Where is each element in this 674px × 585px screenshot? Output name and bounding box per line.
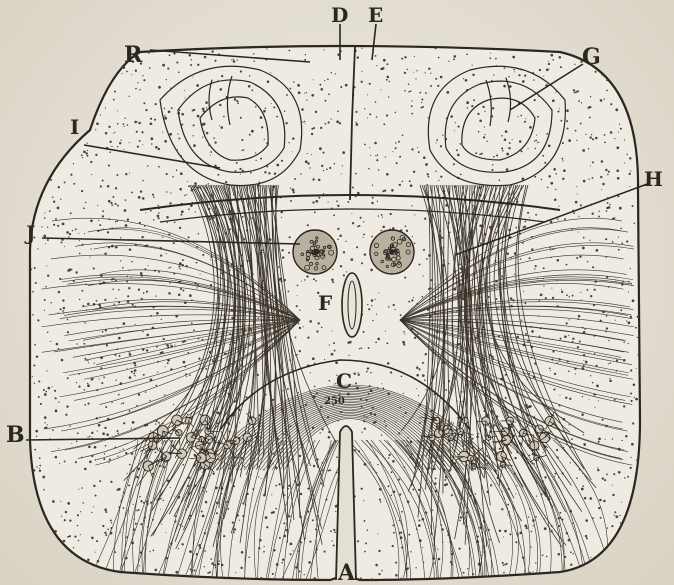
label-B: B (6, 422, 25, 448)
central-canal (342, 273, 362, 337)
scale-note: 250 (324, 396, 345, 407)
label-F: F (318, 291, 332, 315)
label-G: G (582, 44, 601, 70)
label-R: R (124, 42, 143, 68)
label-A: A (337, 560, 356, 585)
label-I: I (70, 115, 79, 139)
label-C: C (336, 369, 352, 393)
label-H: H (644, 167, 663, 191)
label-E: E (368, 3, 383, 27)
label-D: D (331, 3, 348, 27)
label-J: J (24, 221, 35, 245)
anterior-median-fissure (336, 426, 356, 580)
